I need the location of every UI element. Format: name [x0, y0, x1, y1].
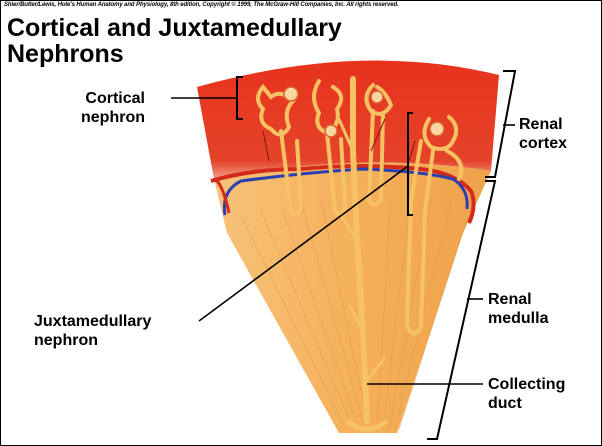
title-line-2: Nephrons: [7, 41, 342, 67]
title-line-1: Cortical and Juxtamedullary: [7, 15, 342, 41]
diagram-title: Cortical and Juxtamedullary Nephrons: [7, 15, 342, 67]
label-renal-medulla: Renal medulla: [488, 290, 548, 328]
label-cortical-nephron: Cortical nephron: [81, 89, 145, 127]
label-collecting-duct: Collecting duct: [488, 375, 565, 413]
label-renal-cortex: Renal cortex: [519, 115, 567, 153]
label-juxtamedullary-nephron: Juxtamedullary nephron: [34, 312, 151, 350]
copyright-notice: Shier/Butler/Lewis, Hole's Human Anatomy…: [4, 2, 399, 8]
